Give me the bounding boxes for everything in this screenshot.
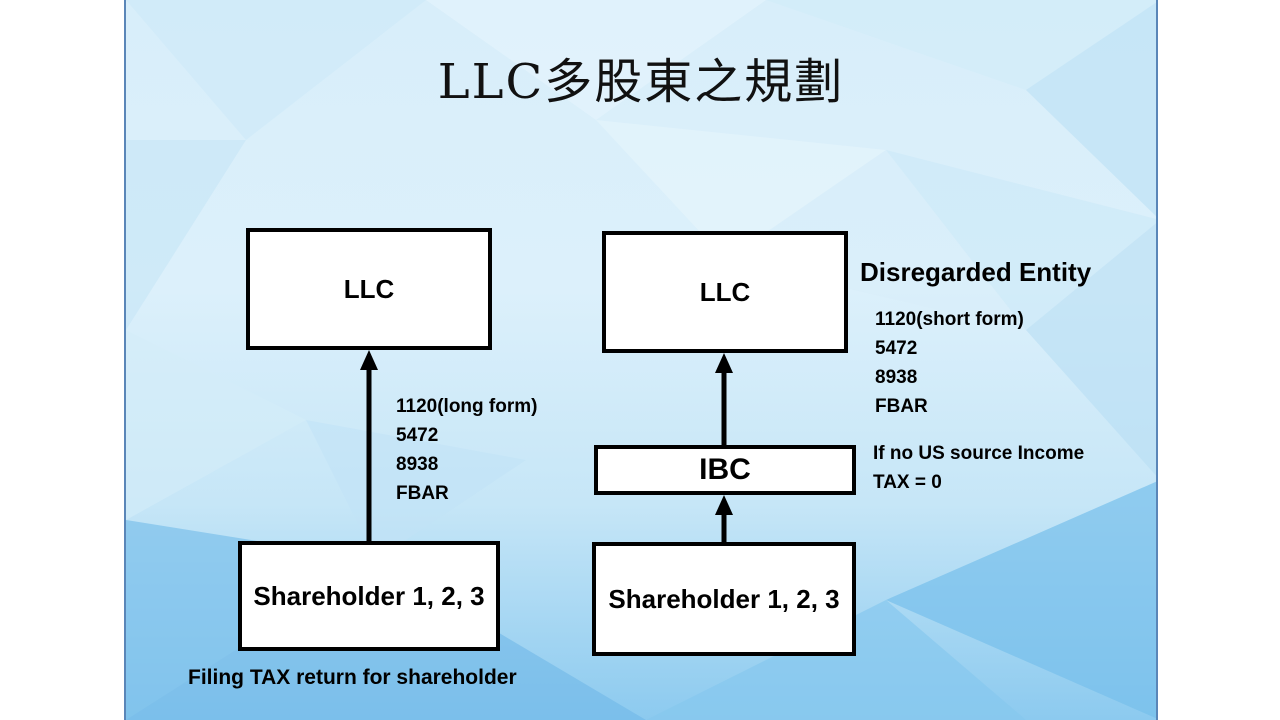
right-shareholder-label: Shareholder 1, 2, 3 bbox=[608, 583, 840, 614]
right-note-line: If no US source Income bbox=[873, 443, 1085, 464]
left-form-item: 1120(long form) bbox=[396, 396, 538, 417]
left-arrow bbox=[360, 350, 378, 541]
left-form-item: FBAR bbox=[396, 483, 449, 504]
right-form-item: 8938 bbox=[875, 367, 918, 388]
right-ibc-box: IBC bbox=[594, 445, 856, 495]
right-shareholder-box: Shareholder 1, 2, 3 bbox=[592, 542, 856, 656]
diagram-arrows bbox=[360, 350, 733, 542]
left-forms-list: 1120(long form) 5472 8938 FBAR bbox=[396, 392, 537, 508]
right-lower-arrow bbox=[715, 495, 733, 542]
left-shareholder-box: Shareholder 1, 2, 3 bbox=[238, 541, 500, 651]
right-note-line: TAX = 0 bbox=[873, 472, 942, 493]
left-form-item: 5472 bbox=[396, 425, 439, 446]
right-entity-label: Disregarded Entity bbox=[860, 257, 1092, 287]
left-form-item: 8938 bbox=[396, 454, 439, 475]
left-shareholder-label: Shareholder 1, 2, 3 bbox=[253, 580, 485, 611]
right-ibc-label: IBC bbox=[699, 453, 751, 486]
right-upper-arrow bbox=[715, 353, 733, 445]
right-forms-list: 1120(short form) 5472 8938 FBAR bbox=[875, 305, 1024, 421]
right-llc-box: LLC bbox=[602, 231, 848, 353]
right-form-item: 5472 bbox=[875, 338, 918, 359]
right-form-item: FBAR bbox=[875, 396, 928, 417]
right-tax-note: If no US source Income TAX = 0 bbox=[873, 439, 1084, 497]
right-llc-label: LLC bbox=[699, 276, 751, 307]
right-form-item: 1120(short form) bbox=[875, 309, 1024, 330]
left-llc-label: LLC bbox=[343, 273, 395, 304]
slide: LLC多股東之規劃 LLC Shareholder 1, 2, 3 1120(l… bbox=[124, 0, 1158, 720]
left-footer-note: Filing TAX return for shareholder bbox=[188, 666, 517, 689]
left-llc-box: LLC bbox=[246, 228, 492, 350]
slide-title: LLC多股東之規劃 bbox=[437, 54, 845, 110]
